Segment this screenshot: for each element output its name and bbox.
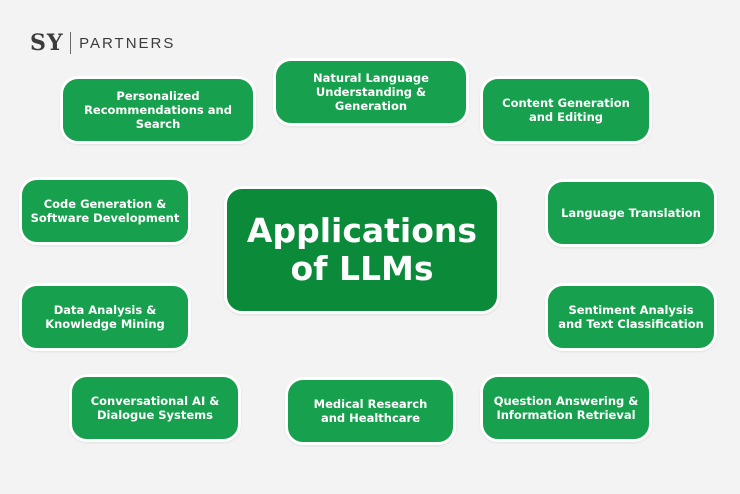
- node-code-generation: Code Generation & Software Development: [19, 177, 191, 245]
- center-title-box: Applications of LLMs: [224, 186, 500, 314]
- node-conversational-ai: Conversational AI & Dialogue Systems: [69, 374, 241, 442]
- company-logo: SY PARTNERS: [30, 30, 175, 56]
- node-data-analysis: Data Analysis & Knowledge Mining: [19, 283, 191, 351]
- node-question-answering: Question Answering & Information Retriev…: [480, 374, 652, 442]
- node-medical-research: Medical Research and Healthcare: [285, 377, 456, 445]
- logo-wordmark: PARTNERS: [79, 34, 176, 52]
- logo-mark: SY: [30, 30, 64, 56]
- node-sentiment-analysis: Sentiment Analysis and Text Classificati…: [545, 283, 717, 351]
- node-natural-language: Natural Language Understanding & Generat…: [273, 58, 469, 126]
- logo-divider: [69, 32, 72, 54]
- node-language-translation: Language Translation: [545, 179, 717, 247]
- node-content-generation: Content Generation and Editing: [480, 76, 652, 144]
- node-personalized-recommendations: Personalized Recommendations and Search: [60, 76, 256, 144]
